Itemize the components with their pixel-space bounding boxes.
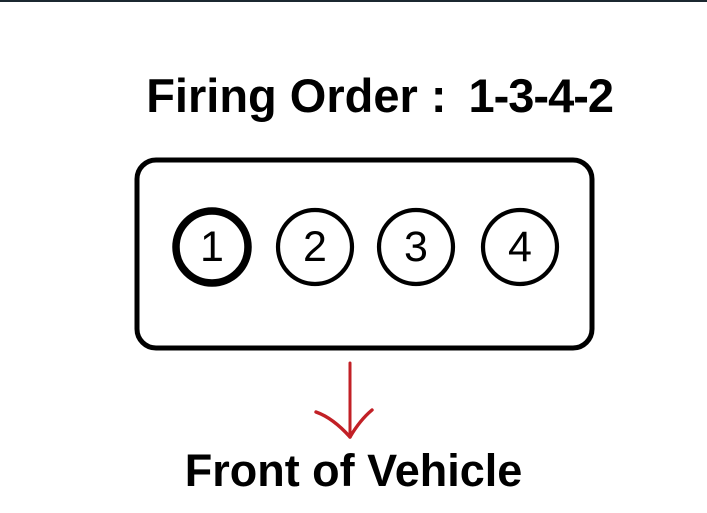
arrow-head-left-barb bbox=[314, 410, 352, 439]
cylinder-2[interactable]: 2 bbox=[275, 207, 355, 287]
firing-order-sequence: 1-3-4-2 bbox=[468, 69, 615, 123]
firing-order-label: Firing Order : bbox=[146, 69, 447, 123]
arrow-head-right-barb bbox=[348, 408, 374, 439]
cylinder-2-circle bbox=[275, 207, 355, 287]
cylinder-3-circle bbox=[376, 207, 456, 287]
cylinder-4-number: 4 bbox=[508, 223, 532, 271]
top-border-rule bbox=[0, 0, 707, 2]
cylinder-3[interactable]: 3 bbox=[376, 207, 456, 287]
cylinder-1-number: 1 bbox=[200, 223, 224, 271]
cylinder-3-number: 3 bbox=[404, 223, 428, 271]
cylinder-1[interactable]: 1 bbox=[172, 207, 252, 287]
engine-block-outline bbox=[134, 157, 595, 351]
cylinder-1-circle bbox=[172, 207, 252, 287]
front-of-vehicle-arrow bbox=[314, 361, 374, 439]
cylinder-4[interactable]: 4 bbox=[480, 207, 560, 287]
front-of-vehicle-label: Front of Vehicle bbox=[184, 445, 523, 496]
page-title: Firing Order : 1-3-4-2 bbox=[0, 22, 707, 170]
cylinder-4-circle bbox=[480, 207, 560, 287]
cylinder-2-number: 2 bbox=[303, 223, 327, 271]
